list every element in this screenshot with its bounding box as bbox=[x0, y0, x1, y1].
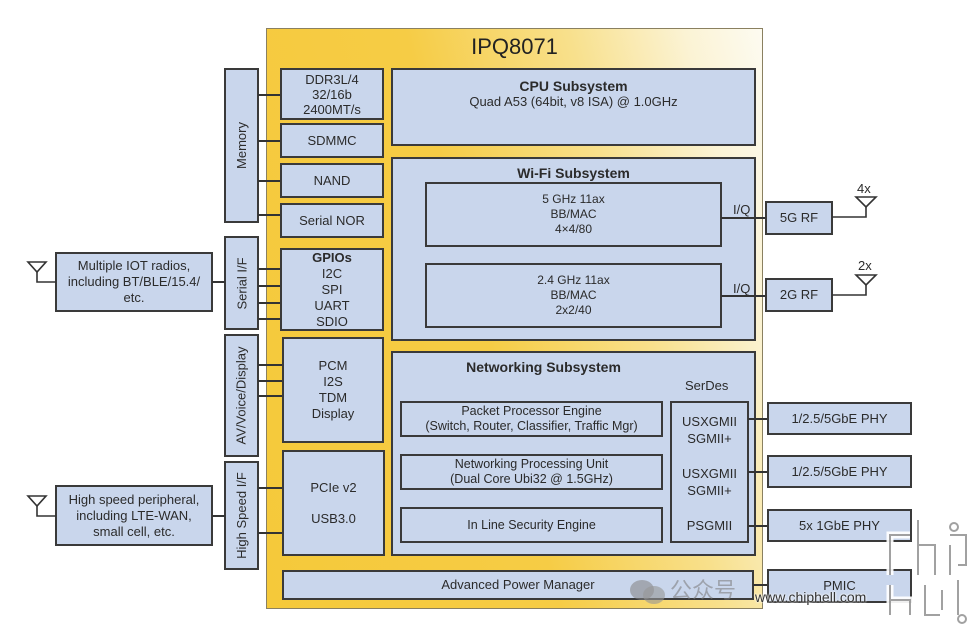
gpio-block: GPIOs I2C SPI UART SDIO bbox=[280, 248, 384, 331]
connector bbox=[721, 295, 766, 297]
memory-group-label: Memory bbox=[224, 68, 259, 223]
serial-nor-block: Serial NOR bbox=[280, 203, 384, 238]
connector bbox=[258, 532, 282, 534]
wifi-24ghz-block: 2.4 GHz 11ax BB/MAC 2x2/40 bbox=[425, 263, 722, 328]
connector bbox=[748, 525, 768, 527]
connector bbox=[748, 471, 768, 473]
connector bbox=[258, 214, 282, 216]
antenna-icon bbox=[26, 261, 56, 283]
iq-label-5g: I/Q bbox=[733, 202, 751, 217]
cpu-subsystem: CPU Subsystem Quad A53 (64bit, v8 ISA) @… bbox=[391, 68, 756, 146]
wechat-icon bbox=[630, 580, 665, 604]
connector bbox=[258, 364, 282, 366]
site-watermark: www.chiphell.com bbox=[755, 589, 867, 605]
antenna-count-2g: 2x bbox=[858, 258, 872, 273]
antenna-icon bbox=[832, 196, 878, 218]
nand-block: NAND bbox=[280, 163, 384, 198]
chiphell-logo-icon bbox=[886, 520, 970, 624]
antenna-icon bbox=[26, 495, 56, 517]
ddr-block: DDR3L/4 32/16b 2400MT/s bbox=[280, 68, 384, 120]
phy-block-1: 1/2.5/5GbE PHY bbox=[767, 402, 912, 435]
connector bbox=[258, 318, 282, 320]
connector bbox=[721, 217, 766, 219]
connector bbox=[212, 515, 225, 517]
connector bbox=[258, 180, 282, 182]
rf-2g-block: 2G RF bbox=[765, 278, 833, 312]
chip-title: IPQ8071 bbox=[471, 34, 558, 59]
antenna-icon bbox=[832, 274, 878, 296]
av-block: PCM I2S TDM Display bbox=[282, 337, 384, 443]
wifi-5ghz-block: 5 GHz 11ax BB/MAC 4×4/80 bbox=[425, 182, 722, 247]
serdes-label: SerDes bbox=[685, 378, 729, 393]
av-group-label: AV/Voice/Display bbox=[224, 334, 259, 457]
phy-block-2: 1/2.5/5GbE PHY bbox=[767, 455, 912, 488]
advanced-power-manager: Advanced Power Manager bbox=[282, 570, 754, 600]
pcie-usb-block: PCIe v2 USB3.0 bbox=[282, 450, 385, 556]
connector bbox=[258, 285, 282, 287]
sdmmc-block: SDMMC bbox=[280, 123, 384, 158]
connector bbox=[258, 380, 282, 382]
connector bbox=[258, 487, 282, 489]
connector bbox=[258, 140, 282, 142]
connector bbox=[258, 302, 282, 304]
iot-radios-block: Multiple IOT radios, including BT/BLE/15… bbox=[55, 252, 213, 312]
networking-processing-unit: Networking Processing Unit (Dual Core Ub… bbox=[400, 454, 663, 490]
connector bbox=[258, 395, 282, 397]
high-speed-group-label: High Speed I/F bbox=[224, 461, 259, 570]
lte-peripheral-block: High speed peripheral, including LTE-WAN… bbox=[55, 485, 213, 546]
packet-processor-engine: Packet Processor Engine (Switch, Router,… bbox=[400, 401, 663, 437]
wechat-watermark: 公众号 bbox=[670, 578, 737, 603]
rf-5g-block: 5G RF bbox=[765, 201, 833, 235]
iq-label-2g: I/Q bbox=[733, 281, 751, 296]
phy-block-3: 5x 1GbE PHY bbox=[767, 509, 912, 542]
connector bbox=[258, 94, 282, 96]
connector bbox=[753, 584, 769, 586]
inline-security-engine: In Line Security Engine bbox=[400, 507, 663, 543]
connector bbox=[258, 268, 282, 270]
serdes-block: USXGMII SGMII+ USXGMII SGMII+ PSGMII bbox=[670, 401, 749, 543]
connector bbox=[748, 418, 768, 420]
connector bbox=[212, 281, 225, 283]
serial-if-group-label: Serial I/F bbox=[224, 236, 259, 330]
antenna-count-5g: 4x bbox=[857, 181, 871, 196]
